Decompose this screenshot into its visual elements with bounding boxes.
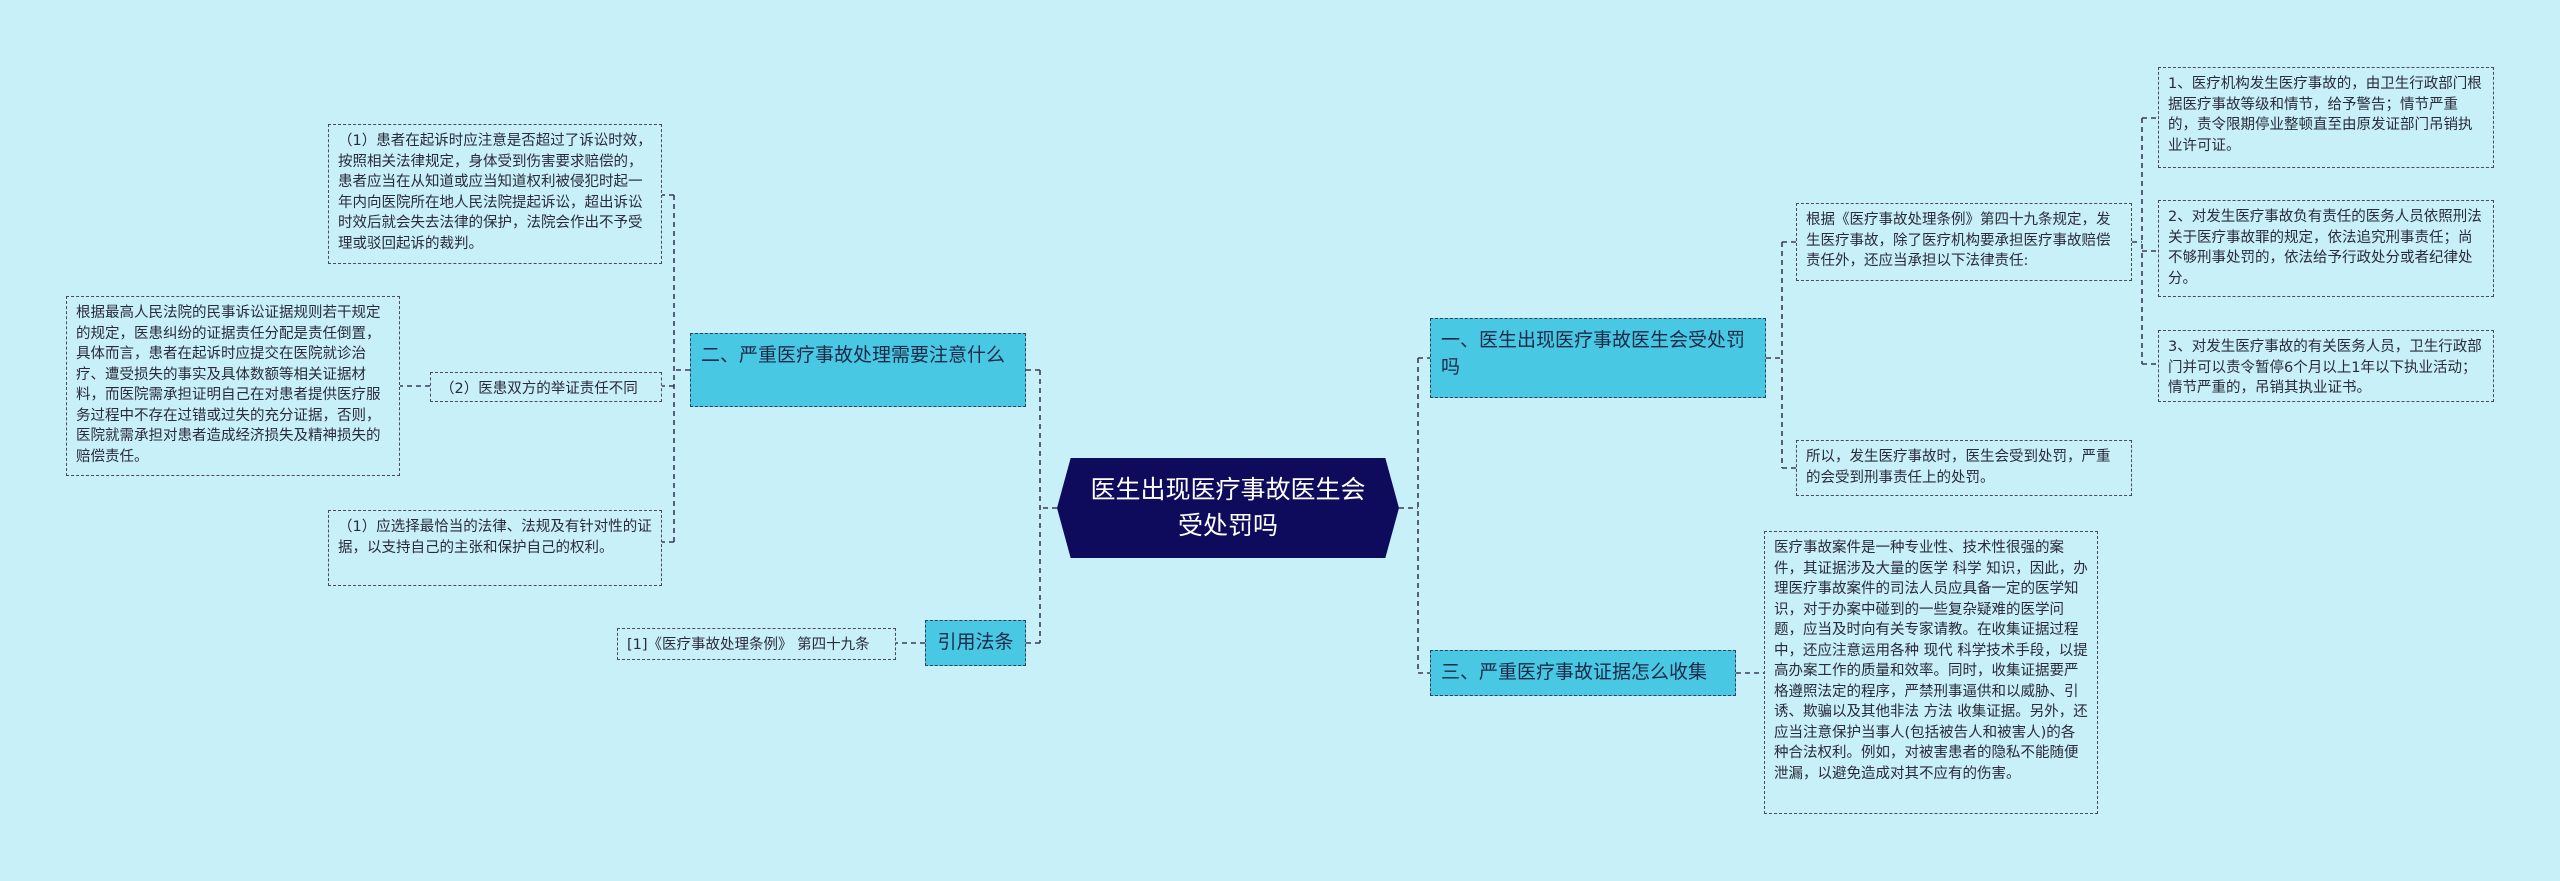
penalty-item-3: 3、对发生医疗事故的有关医务人员，卫生行政部门并可以责令暂停6个月以上1年以下执… bbox=[2158, 330, 2494, 402]
attention-item-2: （2）医患双方的举证责任不同 bbox=[430, 372, 662, 402]
branch-attention[interactable]: 二、严重医疗事故处理需要注意什么 bbox=[690, 333, 1026, 407]
penalty-item-1: 1、医疗机构发生医疗事故的，由卫生行政部门根据医疗事故等级和情节，给予警告；情节… bbox=[2158, 67, 2494, 168]
link-intro-items bbox=[2132, 117, 2158, 365]
link-b2-children bbox=[662, 194, 690, 543]
attention-item-1: （1）患者在起诉时应注意是否超过了诉讼时效，按照相关法律规定，身体受到伤害要求赔… bbox=[328, 124, 662, 264]
branch-evidence[interactable]: 三、严重医疗事故证据怎么收集 bbox=[1430, 650, 1736, 696]
citation-detail: [1]《医疗事故处理条例》 第四十九条 bbox=[617, 628, 896, 660]
evidence-detail: 医疗事故案件是一种专业性、技术性很强的案件，其证据涉及大量的医学 科学 知识，因… bbox=[1764, 531, 2098, 814]
link-root-right bbox=[1399, 357, 1430, 674]
branch-penalty[interactable]: 一、医生出现医疗事故医生会受处罚吗 bbox=[1430, 318, 1766, 398]
penalty-conclusion: 所以，发生医疗事故时，医生会受到处罚，严重的会受到刑事责任上的处罚。 bbox=[1796, 440, 2132, 496]
attention-item-2-detail: 根据最高人民法院的民事诉讼证据规则若干规定的规定，医患纠纷的证据责任分配是责任倒… bbox=[66, 296, 400, 476]
link-b1-children bbox=[1766, 241, 1796, 469]
root-topic[interactable]: 医生出现医疗事故医生会受处罚吗 bbox=[1057, 458, 1399, 558]
penalty-intro: 根据《医疗事故处理条例》第四十九条规定，发生医疗事故，除了医疗机构要承担医疗事故… bbox=[1796, 203, 2132, 281]
attention-item-3: （1）应选择最恰当的法律、法规及有针对性的证据，以支持自己的主张和保护自己的权利… bbox=[328, 510, 662, 586]
link-root-left bbox=[1026, 369, 1057, 644]
branch-citation[interactable]: 引用法条 bbox=[925, 620, 1026, 666]
penalty-item-2: 2、对发生医疗事故负有责任的医务人员依照刑法关于医疗事故罪的规定，依法追究刑事责… bbox=[2158, 200, 2494, 297]
